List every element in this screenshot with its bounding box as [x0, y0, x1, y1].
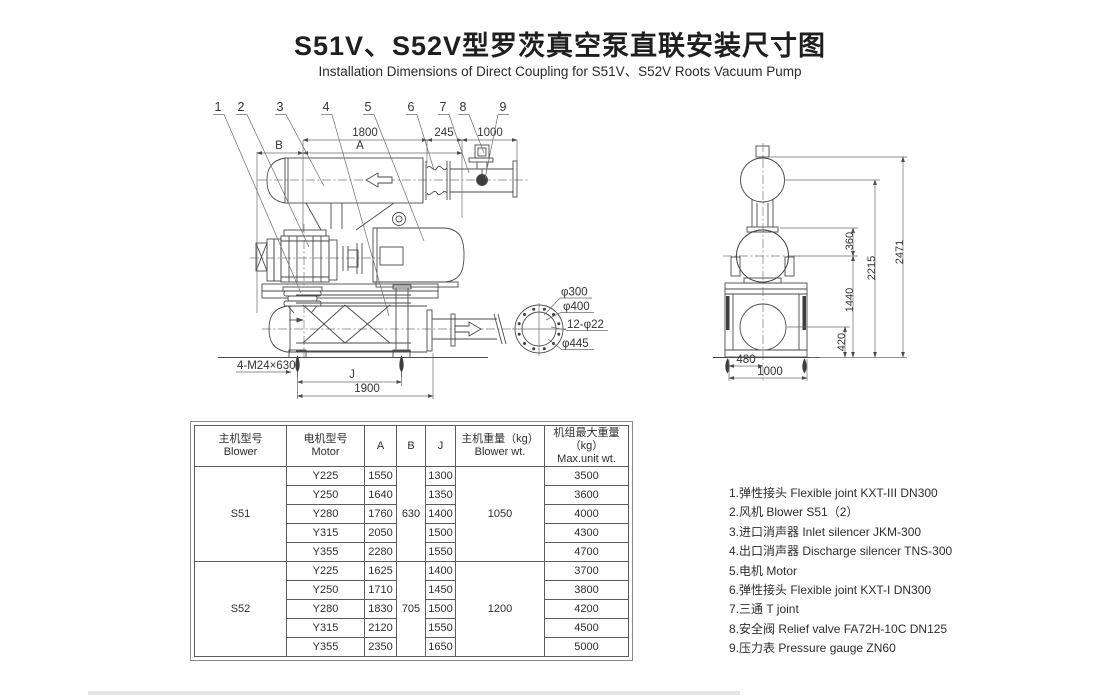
header-blower-wt: 主机重量（kg）Blower wt. — [455, 425, 545, 467]
silencer-end-circle — [740, 157, 785, 203]
blower-weight: 1050 — [455, 466, 545, 562]
relief-valve — [468, 144, 494, 163]
riser-pipe — [746, 199, 779, 233]
end-view: 360 1440 2215 2471 420 480 1000 — [713, 143, 907, 382]
flow-arrow-right — [454, 321, 482, 337]
legend-item: 5.电机 Motor — [729, 563, 798, 578]
table-row: Y355 2280 1550 4700 — [195, 542, 629, 562]
motor — [372, 212, 465, 288]
table-row: Y315 2050 1500 4300 — [195, 523, 629, 543]
legend-item: 9.压力表 Pressure gauge ZN60 — [729, 641, 896, 656]
callout-4: 4 — [323, 100, 330, 114]
callout-5: 5 — [365, 100, 372, 114]
flexible-joint-inlet — [422, 161, 451, 200]
inlet-silencer — [266, 157, 424, 204]
header-max-wt: 机组最大重量（kg）Max.unit wt. — [544, 425, 629, 467]
dim-J: J — [349, 369, 355, 381]
dim-1900: 1900 — [354, 383, 380, 395]
anchor-bolt-label: 4-M24×630 — [237, 360, 296, 372]
dim-420: 420 — [836, 333, 848, 351]
dim-1440: 1440 — [844, 288, 856, 312]
blower-weight: 1200 — [455, 561, 545, 657]
top-stub — [755, 145, 770, 158]
side-view: φ300 φ400 12-φ22 φ445 1800 245 1000 B A — [213, 100, 608, 399]
b-value: 630 — [396, 466, 426, 562]
top-dimensions — [256, 138, 518, 313]
pump-end — [730, 229, 795, 284]
technical-drawing: φ300 φ400 12-φ22 φ445 1800 245 1000 B A — [213, 100, 907, 399]
page-title: S51V、S52V型罗茨真空泵直联安装尺寸图 — [293, 31, 827, 61]
page-subtitle: Installation Dimensions of Direct Coupli… — [318, 64, 802, 79]
callout-2: 2 — [238, 100, 245, 114]
dim-2471: 2471 — [894, 240, 906, 264]
flange-dim-445: φ445 — [562, 338, 589, 350]
table-row: S51 Y225 1550 630 1300 1050 3500 — [194, 466, 629, 562]
legend-item: 1.弹性接头 Flexible joint KXT-III DN300 — [729, 486, 938, 500]
dim-480: 480 — [736, 354, 755, 366]
table-row: Y355 2350 1650 5000 — [195, 637, 629, 657]
legend-item: 2.风机 Blower S51（2） — [729, 505, 859, 520]
table-row: Y250 1710 1450 3800 — [195, 580, 629, 600]
dim-1000-end: 1000 — [757, 366, 783, 378]
legend-item: 3.进口消声器 Inlet silencer JKM-300 — [729, 524, 922, 539]
blower-model: S52 — [194, 561, 287, 657]
table-row: S52 Y225 1625 705 1400 1200 3700 — [194, 561, 629, 657]
ground-and-anchors — [218, 349, 488, 377]
outlet-flange-detail — [512, 297, 608, 356]
end-dimensions — [728, 156, 907, 381]
pressure-gauge — [476, 169, 488, 186]
flange-dim-holes: 12-φ22 — [567, 319, 604, 331]
end-base-frame — [724, 282, 808, 358]
coupling — [342, 243, 363, 274]
dim-1800: 1800 — [352, 127, 378, 139]
outlet-pipe — [432, 313, 507, 347]
dim-2215: 2215 — [866, 256, 878, 280]
roots-blower — [255, 229, 338, 283]
flow-arrow-left — [365, 172, 393, 188]
callout-3: 3 — [277, 100, 284, 114]
flexible-joint-discharge — [282, 286, 323, 314]
base-frame — [261, 283, 439, 299]
parts-legend: 1.弹性接头 Flexible joint KXT-III DN300 2.风机… — [729, 484, 952, 659]
callout-1: 1 — [215, 100, 222, 114]
callout-7: 7 — [440, 100, 447, 114]
callout-6: 6 — [408, 100, 415, 114]
flange-dim-400: φ400 — [563, 301, 590, 313]
scan-edge — [88, 691, 740, 695]
header-j: J — [425, 425, 456, 467]
callout-8: 8 — [460, 100, 467, 114]
legend-item: 6.弹性接头 Flexible joint KXT-I DN300 — [729, 583, 932, 598]
legend-item: 4.出口消声器 Discharge silencer TNS-300 — [729, 544, 953, 559]
blower-model: S51 — [194, 466, 287, 562]
b-value: 705 — [396, 561, 426, 657]
dim-B: B — [275, 140, 283, 152]
support-truss — [296, 284, 412, 352]
legend-item: 7.三通 T joint — [729, 602, 799, 617]
dim-360: 360 — [844, 232, 856, 250]
dim-245: 245 — [434, 127, 453, 139]
legend-item: 8.安全阀 Relief valve FA72H-10C DN125 — [729, 621, 948, 636]
dim-A: A — [356, 140, 364, 152]
callout-leaders — [213, 114, 509, 317]
inlet-pipe — [450, 160, 518, 198]
header-a: A — [364, 425, 397, 467]
callout-9: 9 — [500, 100, 507, 114]
header-b: B — [396, 425, 426, 467]
dim-1000: 1000 — [477, 127, 503, 139]
discharge-silencer — [268, 305, 433, 353]
bottom-dimensions — [236, 353, 434, 399]
end-anchors — [713, 357, 820, 374]
flange-dim-300: φ300 — [561, 287, 588, 299]
table-row: Y315 2120 1550 4500 — [195, 618, 629, 638]
